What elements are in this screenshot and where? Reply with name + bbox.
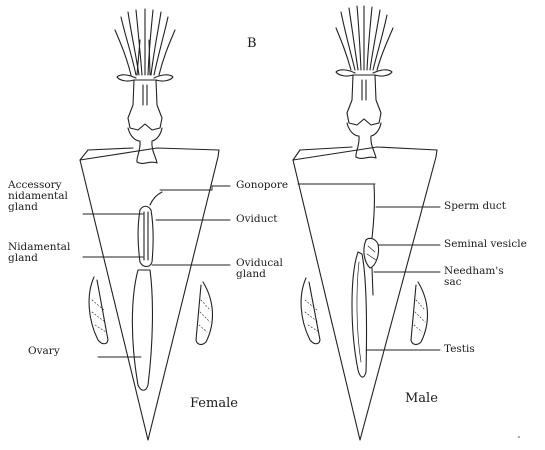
- label-accessory-line3: gland: [8, 202, 68, 213]
- panel-letter: B: [247, 38, 257, 49]
- female-nidamental-gland: [138, 206, 153, 266]
- label-needham-line2: sac: [444, 277, 504, 288]
- female-ovary: [132, 270, 152, 390]
- female-squid: [80, 9, 230, 440]
- label-testis: Testis: [444, 344, 475, 355]
- label-gonopore: Gonopore: [236, 180, 288, 191]
- male-head: [336, 70, 392, 125]
- label-accessory-nidamental-gland: Accessory nidamental gland: [8, 180, 68, 213]
- label-nidamental-gland: Nidamental gland: [8, 242, 70, 264]
- male-seminal-vesicle: [364, 238, 379, 268]
- male-tentacles: [336, 6, 393, 70]
- male-sperm-duct: [372, 185, 374, 238]
- label-oviducal-gland: Oviducal gland: [236, 258, 283, 280]
- label-oviduct: Oviduct: [236, 214, 277, 225]
- male-fin-right: [411, 282, 427, 344]
- female-oviduct: [150, 192, 162, 205]
- label-sperm-duct: Sperm duct: [444, 201, 506, 212]
- stray-dot: [518, 436, 520, 438]
- female-head: [117, 75, 173, 130]
- female-tentacles: [115, 9, 175, 75]
- female-fin-right: [196, 282, 212, 344]
- female-funnel: [128, 128, 162, 163]
- caption-male: Male: [405, 393, 438, 404]
- male-testis: [352, 252, 367, 377]
- male-funnel: [347, 123, 381, 158]
- label-oviducal-line2: gland: [236, 269, 283, 280]
- label-nidamental-line2: gland: [8, 253, 70, 264]
- male-fin-left: [301, 278, 320, 344]
- label-seminal-vesicle: Seminal vesicle: [444, 239, 527, 250]
- caption-female: Female: [190, 398, 238, 409]
- female-fin-left: [89, 277, 108, 344]
- label-needhams-sac: Needham's sac: [444, 266, 504, 288]
- label-ovary: Ovary: [28, 346, 60, 357]
- male-needhams-sac: [372, 268, 373, 295]
- male-squid: [293, 6, 440, 440]
